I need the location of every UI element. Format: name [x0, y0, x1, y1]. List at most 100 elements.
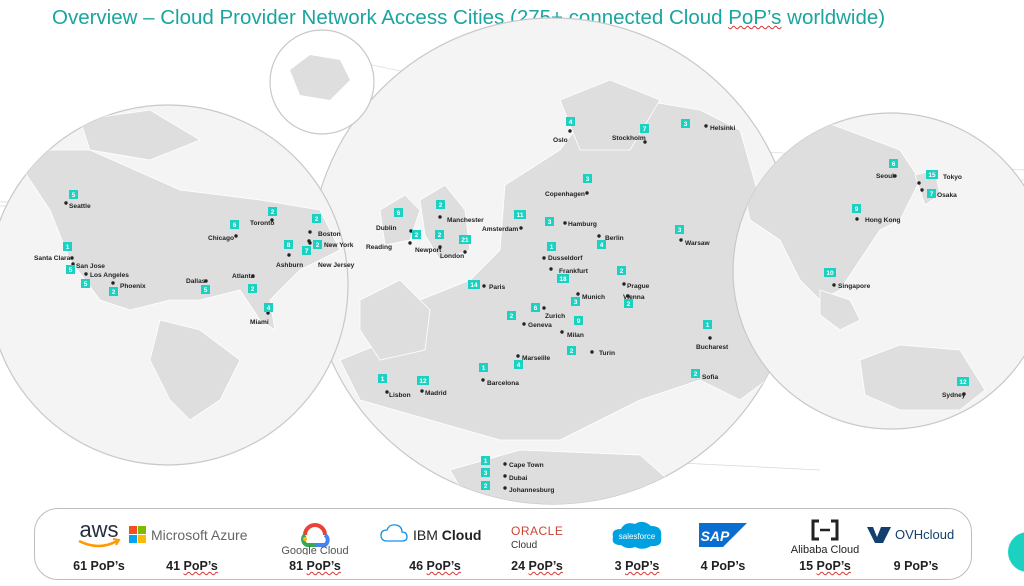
city-label-new-york: New York — [324, 242, 354, 249]
city-label-oslo: Oslo — [553, 137, 568, 144]
city-dot-warsaw — [679, 238, 683, 242]
pop-badge-seoul: 6 — [889, 159, 898, 168]
city-dot-seattle — [64, 201, 68, 205]
city-dot-los-angeles — [84, 272, 88, 276]
svg-text:3: 3 — [684, 121, 688, 128]
svg-text:2: 2 — [484, 483, 488, 490]
city-label-toronto: Toronto — [250, 220, 274, 227]
pop-badge-dusseldorf: 1 — [547, 242, 556, 251]
city-dot-zurich — [542, 306, 546, 310]
city-dot-helsinki — [704, 124, 708, 128]
google-cloud-logo: Google Cloud — [265, 515, 365, 555]
svg-text:2: 2 — [439, 202, 443, 209]
city-label-atlanta: Atlanta — [232, 273, 255, 280]
city-dot-vienna — [626, 294, 630, 298]
city-label-hong-kong: Hong Kong — [865, 217, 901, 224]
svg-text:3: 3 — [484, 470, 488, 477]
svg-text:11: 11 — [517, 212, 524, 219]
svg-text:6: 6 — [892, 161, 896, 168]
svg-text:12: 12 — [419, 378, 427, 385]
pop-badge-bucharest: 1 — [703, 320, 712, 329]
svg-text:9: 9 — [855, 206, 859, 213]
city-dot-santa-clara — [70, 256, 74, 260]
svg-text:6: 6 — [397, 210, 401, 217]
city-dot-paris — [482, 284, 486, 288]
pop-badge-berlin: 4 — [597, 240, 606, 249]
city-label-newport: Newport — [415, 247, 442, 254]
pop-badge-toronto: 2 — [268, 207, 277, 216]
globe-iceland — [269, 29, 375, 135]
sap-logo: SAP — [673, 515, 773, 555]
pop-badge-oslo: 4 — [566, 117, 575, 126]
svg-text:1: 1 — [381, 376, 385, 383]
pop-badge-chicago: 6 — [230, 220, 239, 229]
svg-text:1: 1 — [66, 244, 70, 251]
city-label-singapore: Singapore — [838, 283, 871, 290]
svg-text:Microsoft Azure: Microsoft Azure — [151, 527, 248, 543]
city-dot-stockholm — [643, 140, 647, 144]
svg-text:4: 4 — [600, 242, 604, 249]
svg-text:2: 2 — [627, 301, 631, 308]
svg-text:7: 7 — [643, 126, 647, 133]
page-corner-marker — [1008, 532, 1024, 572]
city-label-tokyo: Tokyo — [943, 174, 962, 181]
city-dot-johannesburg — [503, 486, 507, 490]
city-dot-marseille — [516, 354, 520, 358]
svg-text:5: 5 — [69, 267, 73, 274]
city-label-helsinki: Helsinki — [710, 125, 735, 132]
city-dot-singapore — [832, 283, 836, 287]
pop-badge-lisbon: 1 — [378, 374, 387, 383]
provider-count: 46 PoP’s — [409, 559, 461, 573]
provider-count: 3 PoP’s — [614, 559, 660, 573]
oracle-cloud-logo: ORACLE Cloud — [487, 515, 587, 555]
city-label-phoenix: Phoenix — [120, 283, 146, 290]
provider-summary-bar: aws 61 PoP’s Microsoft Azure 41 PoP’s — [34, 508, 972, 580]
city-label-london: London — [440, 253, 464, 260]
city-label-geneva: Geneva — [528, 322, 552, 329]
city-label-johannesburg: Johannesburg — [509, 487, 554, 494]
pop-badge-tokyo: 15 — [926, 170, 938, 179]
svg-text:OVHcloud: OVHcloud — [895, 527, 954, 542]
city-label-miami: Miami — [250, 319, 269, 326]
svg-text:9: 9 — [577, 318, 581, 325]
city-label-zurich: Zurich — [545, 313, 565, 320]
city-dot-berlin — [597, 234, 601, 238]
provider-azure: Microsoft Azure 41 PoP’s — [127, 509, 257, 579]
pop-badge-santa-clara: 1 — [63, 242, 72, 251]
city-label-hamburg: Hamburg — [568, 221, 597, 228]
pop-badge-dubai: 3 — [481, 468, 490, 477]
pop-badge-vienna: 2 — [624, 299, 633, 308]
city-dot-amsterdam — [519, 226, 523, 230]
city-label-prague: Prague — [627, 283, 650, 290]
pop-badge-munich: 3 — [571, 297, 580, 306]
city-label-chicago: Chicago — [208, 235, 234, 242]
svg-text:3: 3 — [574, 299, 578, 306]
provider-google-cloud: Google Cloud 81 PoP’s — [265, 509, 365, 579]
svg-text:5: 5 — [204, 287, 208, 294]
city-dot-san-jose — [71, 262, 75, 266]
city-dot-sydney — [962, 392, 966, 396]
city-dot-osaka — [920, 188, 924, 192]
city-label-osaka: Osaka — [937, 192, 957, 199]
city-label-warsaw: Warsaw — [685, 240, 711, 247]
city-dot-manchester — [438, 215, 442, 219]
globe-americas — [0, 104, 349, 466]
svg-text:4: 4 — [569, 119, 573, 126]
pop-badge-sofia: 2 — [691, 369, 700, 378]
city-label-dusseldorf: Dusseldorf — [548, 255, 583, 262]
salesforce-logo: salesforce — [587, 515, 687, 555]
pop-badge-singapore: 10 — [824, 268, 836, 277]
svg-text:2: 2 — [315, 216, 319, 223]
city-dot-dublin — [409, 229, 413, 233]
svg-text:3: 3 — [586, 176, 590, 183]
pop-badge-johannesburg: 2 — [481, 481, 490, 490]
city-dot-madrid — [420, 389, 424, 393]
pop-badge-cape-town: 1 — [481, 456, 490, 465]
city-label-santa-clara: Santa Clara — [34, 255, 71, 262]
svg-text:2: 2 — [438, 232, 442, 239]
aws-logo-text: aws — [79, 517, 118, 542]
svg-text:1: 1 — [706, 322, 710, 329]
svg-text:1: 1 — [550, 244, 554, 251]
city-dot-atlanta — [251, 274, 255, 278]
